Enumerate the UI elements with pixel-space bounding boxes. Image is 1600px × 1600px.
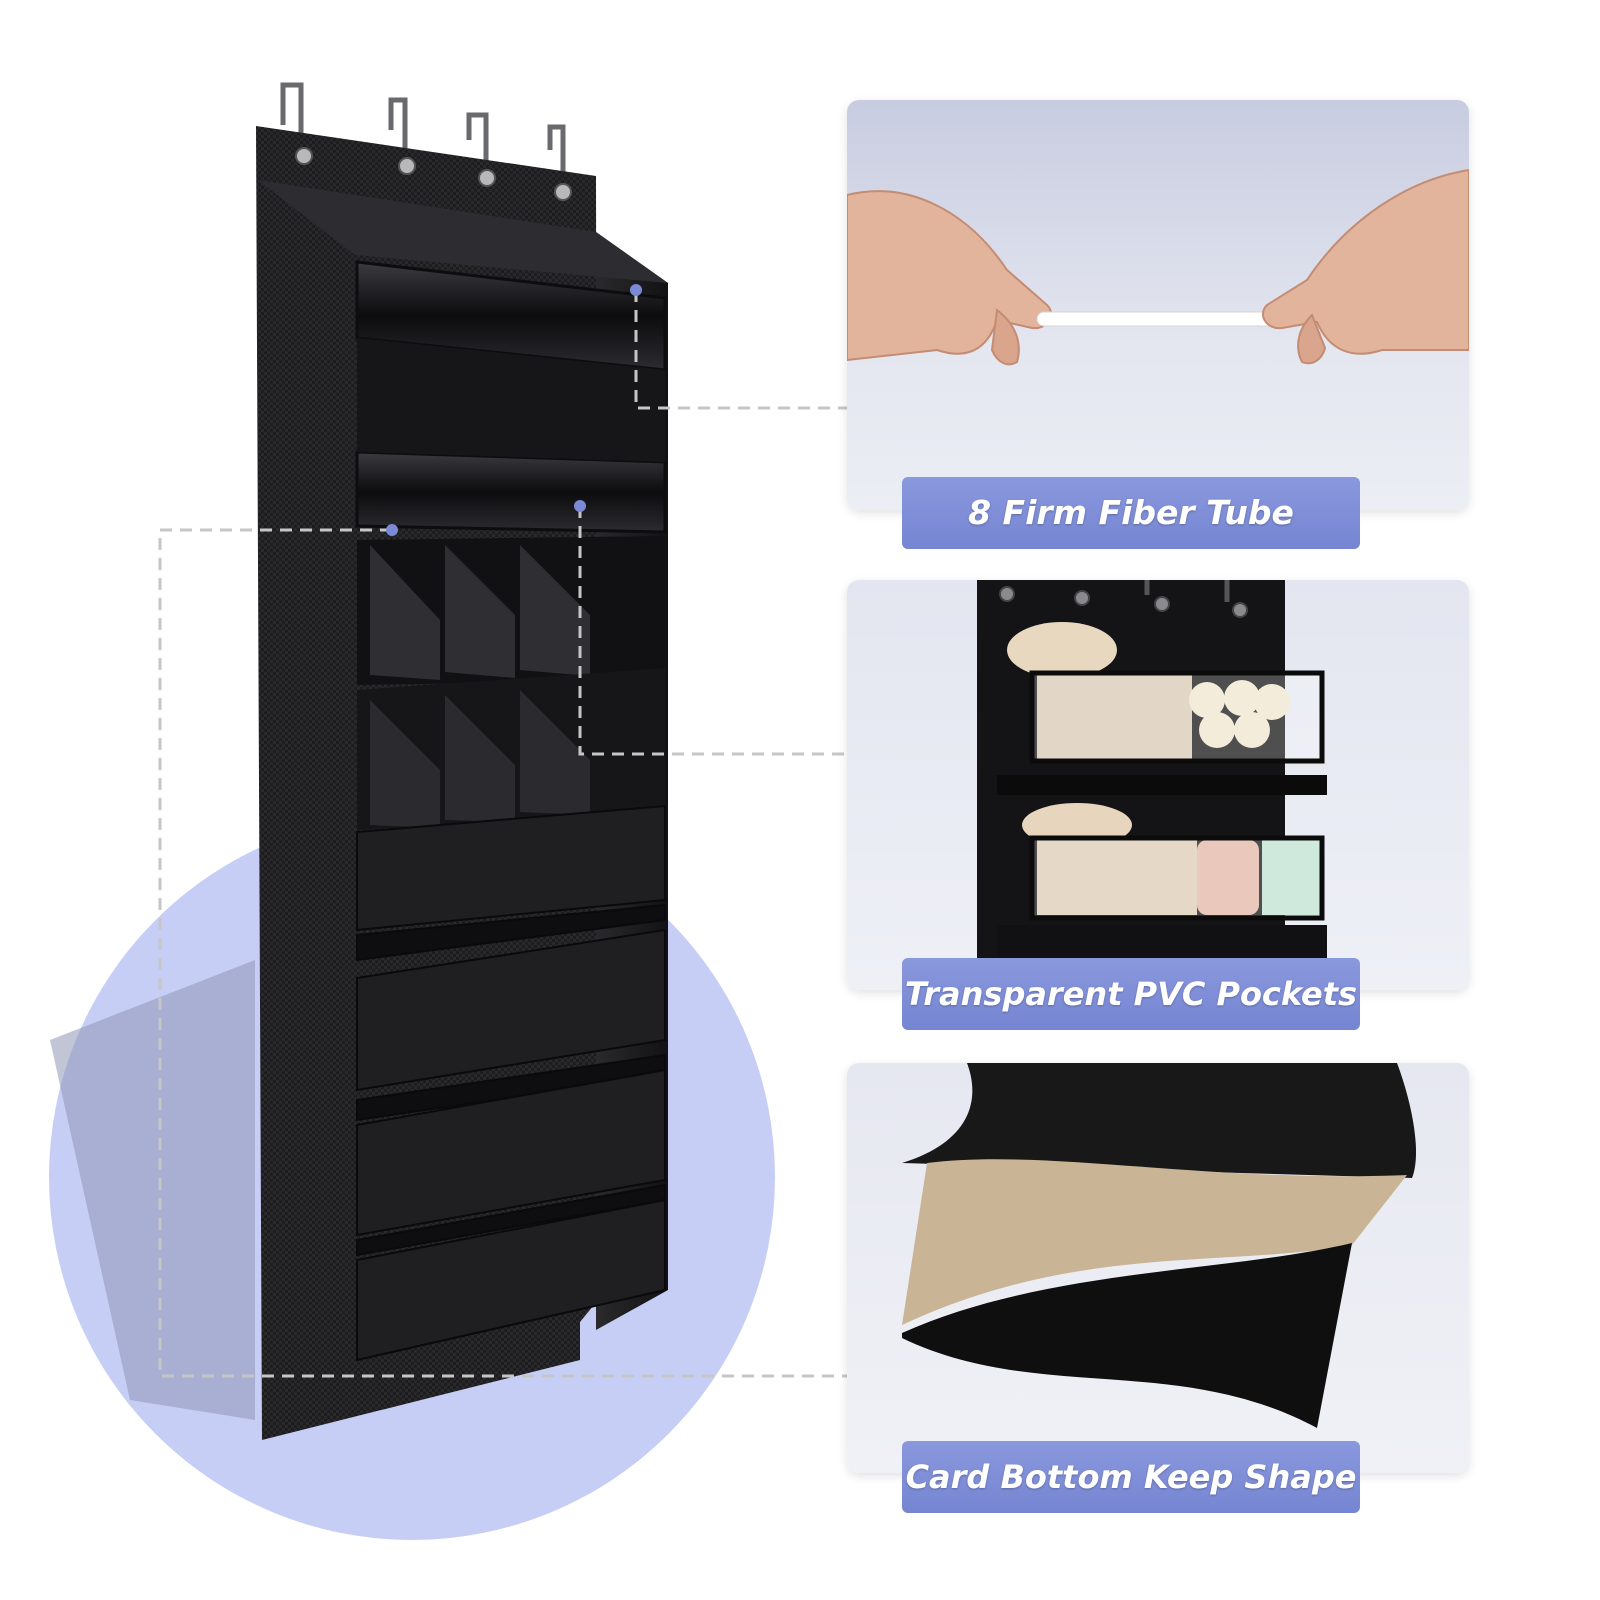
pvc-window-top xyxy=(1029,670,1325,764)
feature-label-fiber-tube: 8 Firm Fiber Tube xyxy=(902,477,1360,549)
card-bottom-layers-icon xyxy=(902,1063,1417,1428)
feature-panel-pvc-pockets xyxy=(847,580,1469,990)
feature-panel-fiber-tube xyxy=(847,100,1469,510)
lower-pockets xyxy=(356,804,666,1362)
feature-label-card-bottom: Card Bottom Keep Shape xyxy=(902,1441,1360,1513)
pvc-pocket-middle xyxy=(355,450,667,534)
right-hand xyxy=(1262,168,1469,365)
door-hooks xyxy=(280,82,566,182)
fabric-layer-bottom xyxy=(902,1243,1352,1428)
pvc-window-bottom xyxy=(1029,835,1325,921)
feature-panel-card-bottom xyxy=(847,1063,1469,1473)
compartment-row xyxy=(357,536,665,830)
card-layer xyxy=(902,1159,1407,1325)
fiber-tube xyxy=(1036,311,1278,327)
fabric-layer-top xyxy=(902,1063,1417,1178)
left-hand xyxy=(847,190,1052,366)
grommets xyxy=(295,147,572,201)
top-fold xyxy=(258,180,668,283)
feature-label-pvc-pockets: Transparent PVC Pockets xyxy=(902,958,1360,1030)
pvc-pocket-organizer-icon xyxy=(977,580,1327,990)
circle-shadow xyxy=(50,960,255,1420)
fiber-tube-stretch-icon xyxy=(847,168,1469,366)
door-organizer xyxy=(256,82,668,1440)
